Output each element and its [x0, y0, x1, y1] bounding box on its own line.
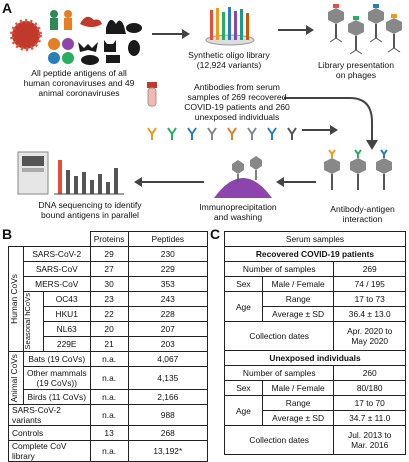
group-seasonal-hcovs: Seasonal hCoVs	[23, 291, 44, 352]
human-icon-1	[50, 10, 58, 30]
arrow-to-sequencing	[134, 177, 204, 187]
serum-tube-icon	[147, 82, 157, 107]
arrow-antibody-to-interaction	[302, 125, 338, 135]
group-human-covs: Human CoVs	[8, 246, 24, 352]
rabbit-icon	[128, 40, 140, 56]
phage-icon-3	[368, 4, 384, 43]
serum-samples-table: Serum samples Recovered COVID-19 patient…	[223, 231, 406, 455]
table-row: NL63 20 207	[9, 321, 209, 337]
arrow-to-phages	[278, 25, 314, 35]
caption-library: Synthetic oligo library (12,924 variants…	[188, 50, 270, 70]
header-peptides: Peptides	[127, 231, 209, 247]
table-header-row: Proteins Peptides	[8, 231, 209, 247]
arrow-down-to-interaction	[284, 97, 378, 150]
oligo-library-icon	[205, 7, 255, 46]
panel-a-letter: A	[2, 0, 13, 16]
virus-animal-icons	[10, 10, 142, 65]
cow-icon	[106, 55, 120, 63]
panel-c-letter: C	[210, 226, 221, 242]
caption-phages: Library presentation on phages	[318, 60, 394, 80]
table-row: SARS-CoV 27 229	[9, 261, 209, 277]
bird-icon	[80, 16, 102, 27]
arrow-to-ip	[276, 177, 316, 187]
table-row: Number of samples 260	[223, 365, 406, 381]
human-icon-2	[64, 10, 72, 30]
phage-icon-4	[386, 14, 402, 53]
caption-ip: Immunoprecipitation and washing	[199, 202, 277, 222]
table-row: Number of samples 269	[223, 261, 406, 277]
phage-icon-2	[348, 16, 364, 55]
table-row: Animal CoVs Bats (19 CoVs) n.a. 4,067	[8, 351, 209, 405]
virus-icon-row2	[48, 38, 74, 64]
group-animal-covs: Animal CoVs	[8, 351, 24, 405]
table-row: Age Range 17 to 70	[224, 395, 406, 426]
phage-icons	[328, 4, 402, 55]
table-row: Complete CoV library n.a. 13,192*	[8, 440, 209, 462]
table-row: Other mammals (19 CoVs)) n.a. 4,135	[9, 366, 209, 390]
caption-antigens: All peptide antigens of all human corona…	[23, 68, 135, 98]
read-count-bars	[54, 160, 124, 195]
bat-icon	[78, 42, 98, 52]
table-row: HKU1 22 228	[9, 306, 209, 322]
pig-icon	[81, 55, 99, 65]
caption-interaction: Antibody-antigen interaction	[330, 204, 395, 224]
antibody-antigen-interaction-icon	[324, 149, 392, 190]
unexposed-title: Unexposed individuals	[224, 350, 406, 366]
table-row: Birds (11 CoVs) n.a. 2,166	[9, 389, 209, 405]
table-row: Seasonal hCoVs OC43 23 243	[9, 291, 209, 352]
antibody-icons	[147, 127, 297, 140]
rodent-icon	[126, 23, 142, 33]
table-row: Human CoVs SARS-CoV-2 29 230	[8, 246, 209, 352]
recovered-title: Recovered COVID-19 patients	[224, 246, 406, 262]
camel-icon	[106, 19, 126, 34]
serum-header: Serum samples	[224, 231, 406, 247]
table-row: SARS-CoV-2 variants n.a. 988	[8, 404, 209, 426]
cat-icon	[104, 40, 116, 52]
phage-icon-1	[328, 4, 344, 43]
table-row: Controls 13 268	[8, 425, 209, 441]
caption-sequencing: DNA sequencing to identify bound antigen…	[38, 200, 142, 220]
coronavirus-library-table: Proteins Peptides Human CoVs SARS-CoV-2 …	[8, 231, 209, 462]
panel-b-letter: B	[2, 226, 13, 242]
header-proteins: Proteins	[89, 231, 129, 247]
virus-icon-large	[10, 19, 42, 51]
dna-sequencer-icon	[17, 151, 124, 195]
table-row: Sex Male / Female 80/180	[224, 380, 406, 396]
table-row: 229E 21 203	[9, 336, 209, 352]
arrow-to-library	[152, 29, 190, 39]
table-row: MERS-CoV 30 353	[9, 276, 209, 292]
table-row: Average ± SD 36.4 ± 13.0	[225, 306, 406, 322]
table-row: Average ± SD 34.7 ± 11.0	[225, 410, 406, 426]
table-row: Age Range 17 to 73	[224, 291, 406, 322]
caption-antibodies: Antibodies from serum samples of 269 rec…	[184, 82, 290, 122]
table-row: Sex Male / Female 74 / 195	[224, 276, 406, 292]
immunoprecipitation-bead-icon	[214, 156, 272, 198]
